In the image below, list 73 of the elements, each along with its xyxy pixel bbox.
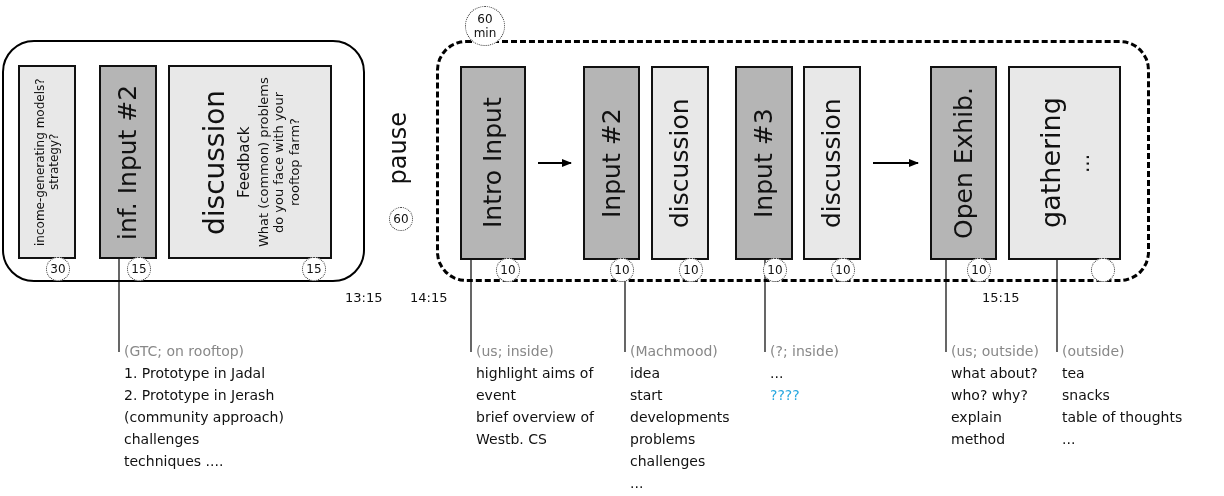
duration-badge: 15	[302, 257, 326, 281]
duration-badge: 60 min	[465, 6, 505, 46]
duration-badge: 60	[389, 207, 413, 231]
note-text: 1. Prototype in Jadal	[124, 364, 267, 383]
note-text: challenges	[124, 430, 201, 449]
note-heading: (us; inside)	[476, 342, 555, 361]
note-text: tea	[1062, 364, 1086, 383]
duration-badge: 10	[763, 258, 787, 282]
session-box	[583, 66, 640, 260]
session-box	[168, 65, 332, 259]
session-box	[803, 66, 861, 260]
note-text: problems	[630, 430, 697, 449]
note-text: ...	[770, 364, 785, 383]
note-text: brief overview of Westb. CS	[476, 408, 596, 449]
duration-badge: 15	[127, 257, 151, 281]
note-text: ????	[770, 386, 801, 405]
session-title: inf. Input #2	[113, 83, 143, 242]
time-label: 15:15	[982, 290, 1020, 305]
duration-badge: 10	[967, 258, 991, 282]
duration-badge: 10	[679, 258, 703, 282]
note-heading: (GTC; on rooftop)	[124, 342, 246, 361]
note-text: 2. Prototype in Jerash (community approach)	[124, 386, 285, 427]
session-title: Intro Input	[478, 96, 508, 231]
note-heading: (us; outside)	[951, 342, 1040, 361]
note-text: method	[951, 430, 1007, 449]
session-title: Input #2	[596, 107, 627, 220]
note-heading: (?; inside)	[770, 342, 840, 361]
note-text: developments	[630, 408, 731, 427]
break-label: pause	[384, 112, 412, 185]
session-text: Feedback	[234, 125, 253, 200]
arrow	[872, 159, 919, 167]
session-title: Open Exhib.	[948, 86, 979, 241]
session-title: discussion	[665, 97, 695, 230]
note-text: techniques ....	[124, 452, 225, 471]
arrow	[537, 159, 572, 167]
session-title: Input #3	[749, 107, 779, 220]
note-text: challenges	[630, 452, 707, 471]
note-heading: (Machmood)	[630, 342, 719, 361]
note-text: what about?	[951, 364, 1039, 383]
session-box	[1008, 66, 1121, 260]
note-text: explain	[951, 408, 1003, 427]
session-box	[460, 66, 526, 260]
session-title: discussion	[817, 97, 847, 230]
leader-line	[1056, 259, 1058, 353]
duration-badge: 30	[46, 257, 70, 281]
note-text: idea	[630, 364, 661, 383]
session-text: What (common) problems do you face with your rooftop farm?	[255, 76, 303, 249]
note-heading: (outside)	[1062, 342, 1126, 361]
session-text: ...	[1070, 152, 1095, 175]
duration-badge: 10	[831, 258, 855, 282]
note-text: who? why?	[951, 386, 1029, 405]
session-box	[735, 66, 793, 260]
duration-badge: 10	[610, 258, 634, 282]
session-box	[99, 65, 157, 259]
leader-line	[764, 259, 766, 353]
session-title: discussion	[197, 88, 232, 237]
note-text: snacks	[1062, 386, 1111, 405]
leader-line	[945, 259, 947, 353]
note-text: ...	[1062, 430, 1077, 449]
session-title: income-generating models? strategy?	[32, 77, 62, 248]
note-text: ...	[630, 474, 645, 493]
leader-line	[470, 259, 472, 353]
session-box	[930, 66, 997, 260]
session-box	[18, 65, 76, 259]
session-title: gathering	[1034, 96, 1067, 231]
note-text: table of thoughts	[1062, 408, 1184, 427]
time-label: 14:15	[410, 290, 448, 305]
session-box	[651, 66, 709, 260]
time-label: 13:15	[345, 290, 383, 305]
note-text: start	[630, 386, 664, 405]
leader-line	[118, 258, 120, 353]
session-frame	[2, 40, 365, 282]
duration-badge: 10	[496, 258, 520, 282]
